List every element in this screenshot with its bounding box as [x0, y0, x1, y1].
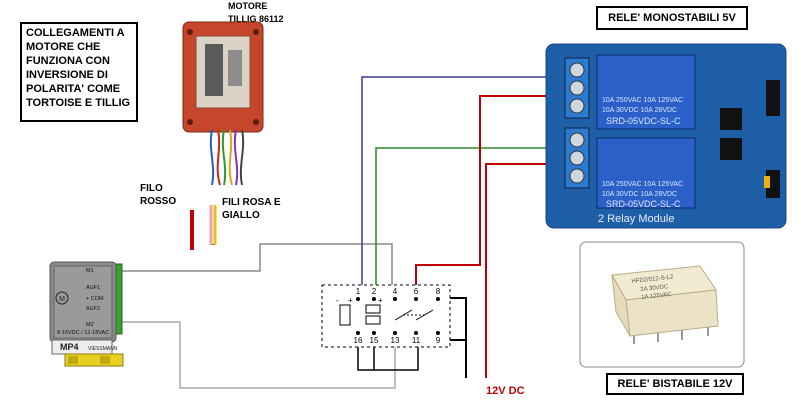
mp4-label: MP4: [60, 342, 79, 352]
bistable-part-2: 2A 30VDC: [640, 284, 669, 293]
relay1-rating-1: 10A 250VAC 10A 125VAC: [602, 97, 683, 104]
schematic-pin-9: 9: [436, 336, 441, 345]
mp4-module: M M1 AUF1 + COM AUF2 M2 8-16VDC / 12-18V…: [49, 261, 124, 367]
mp4-terminal-m2: M2: [86, 322, 94, 328]
schematic-pin-13: 13: [391, 336, 400, 345]
mp4-terminal-m1: M1: [86, 268, 94, 274]
mp4-brand: VIESSMANN: [88, 346, 118, 352]
bistable-relay-title: RELE' BISTABILE 12V: [606, 373, 744, 395]
bistable-part-1: HFD2/012-S-L2: [631, 275, 674, 285]
tillig-motor: [182, 21, 264, 186]
bistable-part-3: 1A 125VAC: [641, 292, 673, 301]
relay2-rating-2: 10A 30VDC 10A 28VDC: [602, 191, 677, 198]
svg-text:+: +: [378, 296, 383, 305]
schematic-pin-15: 15: [370, 336, 379, 345]
mp4-terminal-auf2: AUF2: [86, 306, 100, 312]
svg-text:M: M: [59, 296, 65, 303]
schematic-pin-16: 16: [354, 336, 363, 345]
schematic-pin-2: 2: [372, 287, 377, 296]
bistable-relay-schematic: 1 2 4 6 8 16 15 13 11 9 + + -: [321, 284, 451, 348]
schematic-pin-11: 11: [412, 336, 421, 345]
relay-module-title: RELE' MONOSTABILI 5V: [596, 6, 748, 30]
schematic-pin-1: 1: [356, 287, 361, 296]
schematic-pin-8: 8: [436, 287, 441, 296]
dc-12v-label: 12V DC: [486, 385, 525, 397]
note-text: COLLEGAMENTI A MOTORE CHE FUNZIONA CON I…: [26, 27, 131, 109]
relay-module-label: 2 Relay Module: [598, 213, 674, 225]
mp4-terminal-com: + COM: [86, 296, 104, 302]
mp4-terminal-auf1: AUF1: [86, 285, 100, 291]
svg-text:-: -: [336, 296, 339, 305]
note-box: COLLEGAMENTI A MOTORE CHE FUNZIONA CON I…: [20, 22, 138, 122]
relay2-rating-1: 10A 250VAC 10A 125VAC: [602, 181, 683, 188]
relay-module-board: 10A 250VAC 10A 125VAC 10A 30VDC 10A 28VD…: [545, 43, 787, 229]
fili-rosa-giallo-label: FILI ROSA E GIALLO: [222, 197, 281, 221]
mp4-spec: 8-16VDC / 12-18VAC: [57, 330, 109, 336]
relay1-model: SRD-05VDC-SL-C: [606, 116, 681, 126]
svg-text:+: +: [348, 296, 353, 305]
relay2-model: SRD-05VDC-SL-C: [606, 199, 681, 209]
filo-rosso-label: FILO ROSSO: [140, 183, 177, 207]
schematic-pin-4: 4: [393, 287, 398, 296]
bistable-relay-photo: HFD2/012-S-L2 2A 30VDC 1A 125VAC: [579, 241, 745, 368]
schematic-pin-6: 6: [414, 287, 419, 296]
motor-title: MOTORE TILLIG 86112: [228, 1, 284, 24]
relay1-rating-2: 10A 30VDC 10A 28VDC: [602, 107, 677, 114]
